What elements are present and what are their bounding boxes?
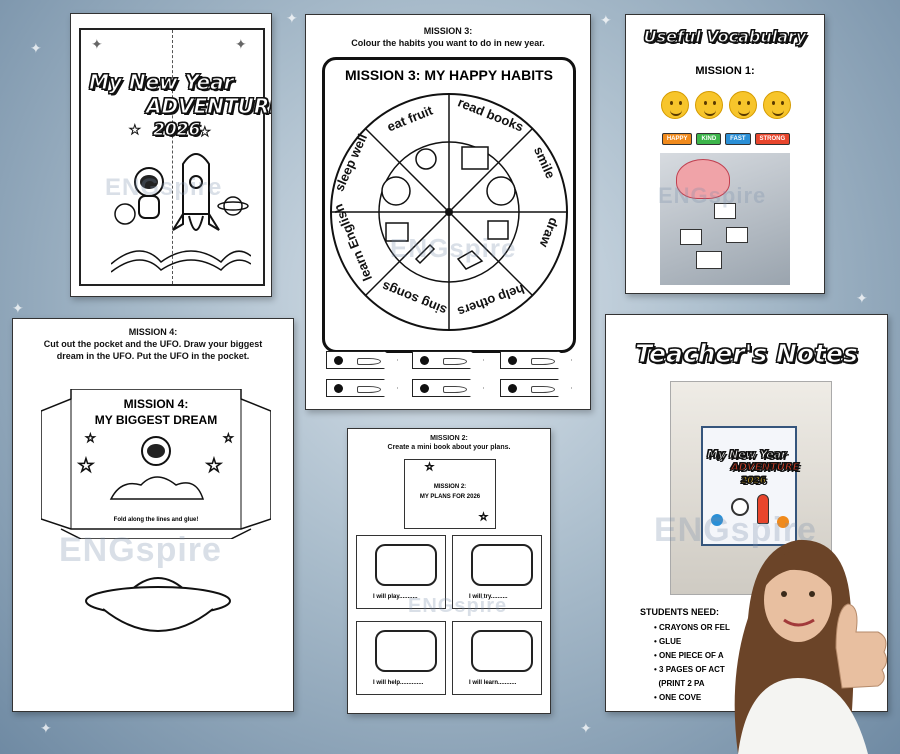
materials-item: • 3 PAGES OF ACT bbox=[654, 665, 725, 674]
booklet-cover: My New Year ADVENTURE 2026 bbox=[701, 426, 800, 546]
mission4-heading-line2: MY BIGGEST DREAM bbox=[94, 413, 218, 427]
star-icon: ☆ bbox=[425, 462, 435, 474]
cover-border bbox=[79, 28, 265, 286]
sparkle-icon: ✦ bbox=[91, 36, 103, 52]
mission4-card: MISSION 4: Cut out the pocket and the UF… bbox=[12, 318, 294, 712]
star-icon: ★ bbox=[129, 122, 142, 138]
booklet-cover-title-line1: My New Year bbox=[706, 448, 787, 462]
emoji-row bbox=[636, 91, 816, 124]
students-need-heading: STUDENTS NEED: bbox=[640, 607, 720, 617]
mission2-heading-line1: MISSION 2: bbox=[433, 484, 467, 490]
mini-book-page: I will help.............. bbox=[356, 621, 446, 695]
arrow-pointer-card bbox=[326, 379, 398, 397]
booklet-cover-year: 2026 bbox=[740, 476, 767, 487]
arrow-pointer-card bbox=[412, 379, 484, 397]
star-icon: ☆ bbox=[223, 431, 235, 446]
arrow-pointer-card bbox=[326, 351, 398, 369]
ufo-template bbox=[85, 577, 231, 632]
watermark: ENGspire bbox=[408, 595, 508, 617]
teacher-photo bbox=[734, 539, 888, 754]
star-icon: ☆ bbox=[85, 431, 97, 446]
mini-book-page: I will try.......... bbox=[452, 535, 542, 609]
star-icon: ☆ bbox=[479, 512, 489, 524]
vocab-word: STRONG bbox=[754, 133, 791, 145]
sparkle-icon: ✦ bbox=[286, 10, 298, 26]
mini-page-text: I will learn........... bbox=[469, 680, 517, 686]
mission2-card: MISSION 2: Create a mini book about your… bbox=[347, 428, 551, 714]
vocab-photo bbox=[660, 153, 790, 285]
heart-icon bbox=[676, 159, 730, 199]
sparkle-icon: ✦ bbox=[30, 40, 42, 56]
vocab-word: HAPPY bbox=[661, 133, 693, 145]
mini-book-cover: MISSION 2: MY PLANS FOR 2026 ☆ ☆ bbox=[404, 459, 496, 529]
arrow-pointer-card bbox=[500, 379, 572, 397]
mission3-caption-title: MISSION 3: bbox=[423, 26, 473, 36]
materials-item: • CRAYONS OR FEL bbox=[654, 623, 730, 632]
star-icon: ☆ bbox=[205, 455, 224, 478]
mini-page-text: I will play........... bbox=[373, 594, 418, 600]
happy-emoji-icon bbox=[661, 91, 689, 119]
mission3-heading: MISSION 3: MY HAPPY HABITS bbox=[345, 67, 553, 83]
cover-year: 2026 bbox=[152, 120, 201, 141]
mission3-card: MISSION 3: Colour the habits you want to… bbox=[305, 14, 591, 410]
materials-item: • ONE PIECE OF A bbox=[654, 651, 724, 660]
strong-emoji-icon bbox=[763, 91, 791, 119]
mini-page-text: I will try.......... bbox=[469, 594, 508, 600]
mission4-caption-title: MISSION 4: bbox=[128, 327, 178, 337]
vocab-word: FAST bbox=[725, 133, 751, 145]
mission2-caption-title: MISSION 2: bbox=[430, 435, 468, 442]
star-icon: ★ bbox=[199, 124, 212, 140]
watermark: ENGspire bbox=[658, 183, 767, 208]
mission4-heading-line1: MISSION 4: bbox=[123, 397, 189, 411]
watermark: ENGspire bbox=[390, 233, 517, 263]
astronaut-rocket-illustration bbox=[111, 153, 251, 273]
mission3-caption-text: Colour the habits you want to do in new … bbox=[351, 38, 545, 48]
materials-item: • GLUE bbox=[654, 637, 682, 646]
mini-book-page: I will play........... bbox=[356, 535, 446, 609]
mission2-heading-line2: MY PLANS FOR 2026 bbox=[419, 494, 481, 500]
booklet-cover-title-line2: ADVENTURE bbox=[730, 462, 800, 474]
fast-emoji-icon bbox=[729, 91, 757, 119]
materials-list: • CRAYONS OR FEL • GLUE • ONE PIECE OF A… bbox=[654, 621, 730, 705]
arrow-pointer-card bbox=[412, 351, 484, 369]
vocab-title: Useful Vocabulary bbox=[643, 27, 807, 47]
sparkle-icon: ✦ bbox=[12, 300, 24, 316]
fold-line bbox=[172, 30, 173, 284]
mini-page-text: I will help.............. bbox=[373, 680, 424, 686]
mission4-caption-line3: dream in the UFO. Put the UFO in the poc… bbox=[56, 351, 250, 361]
sparkle-icon: ✦ bbox=[600, 12, 612, 28]
notes-title: Teacher's Notes bbox=[635, 339, 859, 369]
materials-item: • ONE COVE bbox=[654, 693, 702, 702]
vocab-mission: MISSION 1: bbox=[695, 65, 755, 77]
cover-title-line1: My New Year bbox=[88, 70, 234, 95]
kind-emoji-icon bbox=[695, 91, 723, 119]
arrow-pointer-card bbox=[500, 351, 572, 369]
cover-card: My New Year ADVENTURE 2026 ★ ★ ✦ ✦ ENGsp… bbox=[70, 13, 272, 297]
mini-book-page: I will learn........... bbox=[452, 621, 542, 695]
sparkle-icon: ✦ bbox=[580, 720, 592, 736]
watermark: ENGspire bbox=[59, 531, 222, 569]
star-icon: ☆ bbox=[77, 455, 96, 478]
materials-item: (PRINT 2 PA bbox=[658, 679, 705, 688]
cover-title-line2: ADVENTURE bbox=[146, 94, 272, 119]
sparkle-icon: ✦ bbox=[40, 720, 52, 736]
sparkle-icon: ✦ bbox=[235, 36, 247, 52]
sparkle-icon: ✦ bbox=[856, 290, 868, 306]
mission4-caption-line2: Cut out the pocket and the UFO. Draw you… bbox=[43, 339, 263, 349]
vocab-word: KIND bbox=[696, 133, 722, 145]
habits-wheel bbox=[330, 93, 568, 331]
pocket-template bbox=[41, 389, 271, 539]
mission2-caption-text: Create a mini book about your plans. bbox=[387, 444, 511, 451]
watermark: ENGspire bbox=[105, 174, 223, 201]
fold-instruction: Fold along the lines and glue! bbox=[113, 517, 199, 523]
